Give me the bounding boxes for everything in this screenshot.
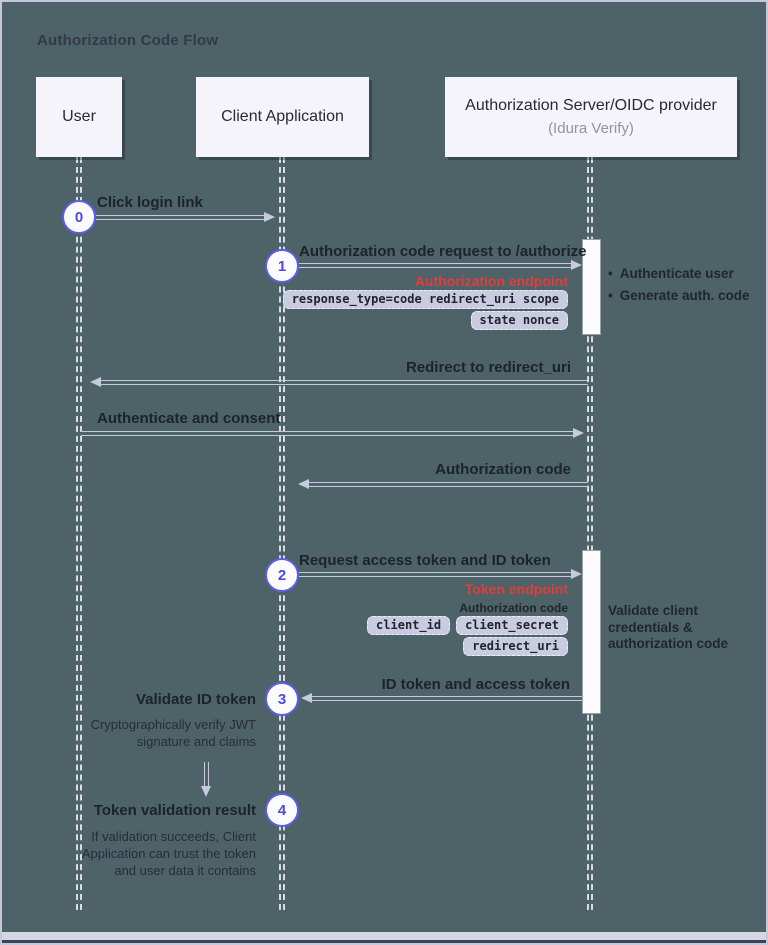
server-note-validate: Validate client credentials & authorizat… (608, 603, 729, 651)
lifeline-server (587, 157, 593, 910)
param-pill: client_id (367, 616, 451, 635)
arrowhead-left-icon (298, 479, 309, 489)
lifeline-user (76, 157, 82, 910)
arrow-client-to-server (299, 263, 571, 268)
message-label-tokens-returned: ID token and access token (381, 676, 570, 693)
step-circle-2: 2 (265, 558, 299, 592)
param-pill: state nonce (470, 311, 568, 330)
arrowhead-left-icon (90, 377, 101, 387)
step-number: 2 (277, 566, 287, 584)
authorization-endpoint-label: Authorization endpoint (414, 273, 568, 289)
server-action-item: • Authenticate user (608, 266, 750, 281)
param-heading: Authorization code (459, 601, 568, 615)
server-action-text: Authenticate user (619, 266, 734, 281)
arrow-server-to-user (101, 380, 588, 385)
step-circle-3: 3 (265, 682, 299, 716)
param-pill-row: state nonce (470, 311, 568, 330)
message-label-token-request: Request access token and ID token (299, 552, 551, 569)
arrowhead-right-icon (571, 569, 582, 579)
activation-bar-authorize (582, 239, 601, 335)
actor-sublabel-server: (Idura Verify) (548, 120, 634, 137)
message-label-click-login: Click login link (97, 194, 203, 211)
bullet-icon: • (608, 266, 613, 281)
arrowhead-right-icon (573, 428, 584, 438)
client-note-verify: Cryptographically verify JWT signature a… (90, 717, 256, 749)
param-pill-row: client_id client_secret (367, 616, 568, 635)
param-pill-row: redirect_uri (463, 637, 568, 656)
bottom-edge (2, 940, 766, 943)
horizontal-scrollbar[interactable] (2, 932, 766, 940)
actor-box-server: Authorization Server/OIDC provider (Idur… (445, 77, 737, 157)
step-number: 3 (277, 690, 287, 708)
message-label-authcode: Authorization code (435, 461, 571, 478)
server-action-item: • Generate auth. code (608, 288, 750, 303)
actor-box-client: Client Application (196, 77, 369, 157)
arrow-user-to-server (81, 431, 573, 436)
server-action-text: Generate auth. code (619, 288, 750, 303)
message-label-authenticate: Authenticate and consent (97, 410, 281, 427)
client-action-validate: Validate ID token (135, 691, 256, 708)
arrowhead-right-icon (571, 260, 582, 270)
step-number: 1 (277, 257, 287, 275)
server-action-list: • Authenticate user • Generate auth. cod… (608, 266, 750, 310)
arrowhead-down-icon (201, 786, 211, 797)
actor-box-user: User (36, 77, 122, 157)
step-circle-4: 4 (265, 793, 299, 827)
arrow-server-to-client (312, 696, 582, 701)
actor-label-server: Authorization Server/OIDC provider (465, 97, 717, 114)
actor-label-user: User (62, 108, 96, 125)
step-number: 4 (277, 801, 287, 819)
step-circle-1: 1 (265, 249, 299, 283)
diagram-title: Authorization Code Flow (37, 32, 219, 49)
activation-bar-token (582, 550, 601, 714)
arrowhead-right-icon (264, 212, 275, 222)
token-endpoint-label: Token endpoint (464, 581, 568, 597)
client-action-result: Token validation result (93, 802, 256, 819)
arrow-user-to-client (96, 215, 264, 220)
param-pill-row: response_type=code redirect_uri scope (282, 290, 568, 309)
param-pill: response_type=code redirect_uri scope (282, 290, 568, 309)
lifeline-client (279, 157, 285, 910)
arrow-validation-flow (204, 762, 209, 786)
message-label-authz-request: Authorization code request to /authorize (299, 243, 587, 260)
step-circle-0: 0 (62, 200, 96, 234)
actor-label-client: Client Application (221, 108, 344, 125)
step-number: 0 (74, 208, 84, 226)
param-pill: client_secret (456, 616, 568, 635)
client-note-result: If validation succeeds, Client Applicati… (81, 829, 256, 878)
param-pill: redirect_uri (463, 637, 568, 656)
bullet-icon: • (608, 288, 613, 303)
arrow-server-to-client (309, 482, 588, 487)
arrow-client-to-server (299, 572, 571, 577)
arrowhead-left-icon (301, 693, 312, 703)
message-label-redirect: Redirect to redirect_uri (405, 359, 571, 376)
